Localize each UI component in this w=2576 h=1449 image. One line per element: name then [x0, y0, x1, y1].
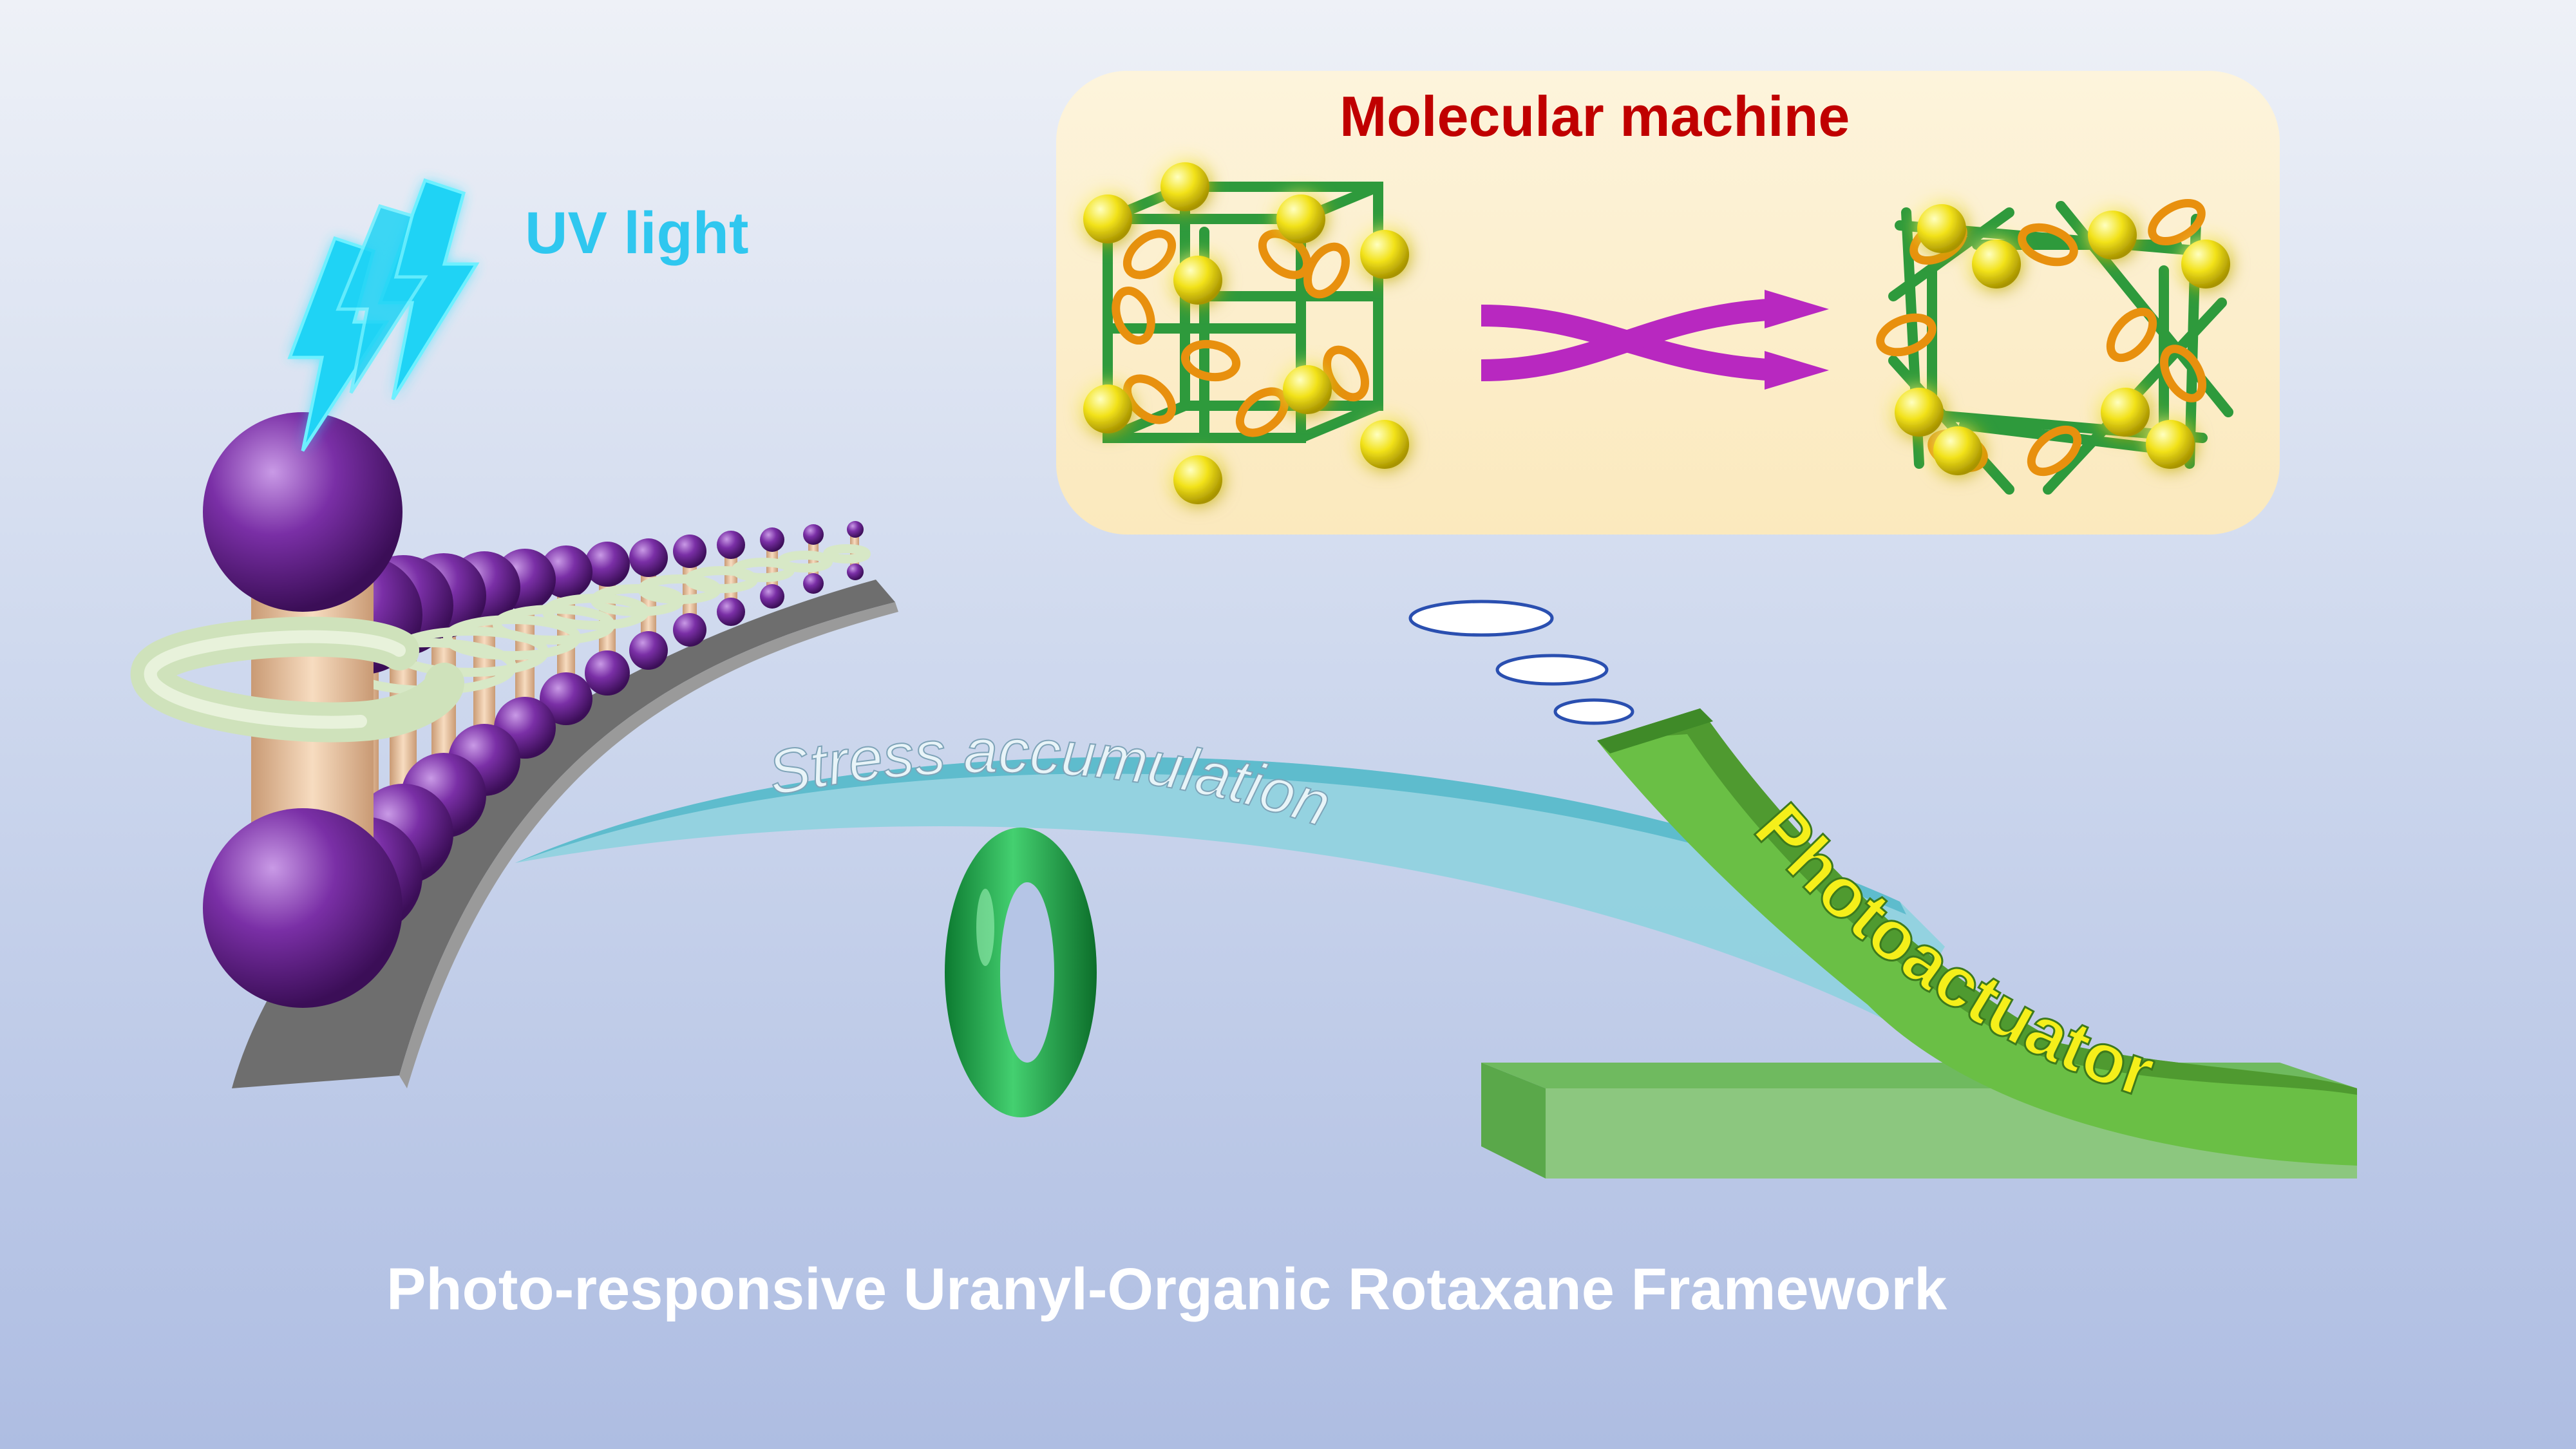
twisted-arrow-icon: [1481, 298, 1778, 381]
cube-framework-icon: [1083, 162, 1409, 504]
arrow-head-top: [1765, 290, 1829, 328]
front-top-sphere: [203, 412, 402, 612]
rotaxane-chain: [131, 412, 871, 1008]
cube-framework-twisted-icon: [1876, 198, 2233, 495]
arrow-head-bottom: [1765, 351, 1829, 390]
figure-title: Photo-responsive Uranyl-Organic Rotaxane…: [386, 1256, 1947, 1322]
thought-bubble-icon: [1408, 600, 1634, 725]
front-bottom-sphere: [203, 808, 402, 1008]
torus-ring-icon: [945, 828, 1097, 1117]
photoactuator-strip: [1597, 708, 2357, 1166]
lightning-icon: [287, 178, 480, 452]
stress-ribbon: [515, 757, 1964, 1063]
molecular-machine-title: Molecular machine: [1340, 84, 1850, 148]
uv-light-label: UV light: [525, 200, 749, 266]
gray-base-strip: [232, 580, 895, 1088]
